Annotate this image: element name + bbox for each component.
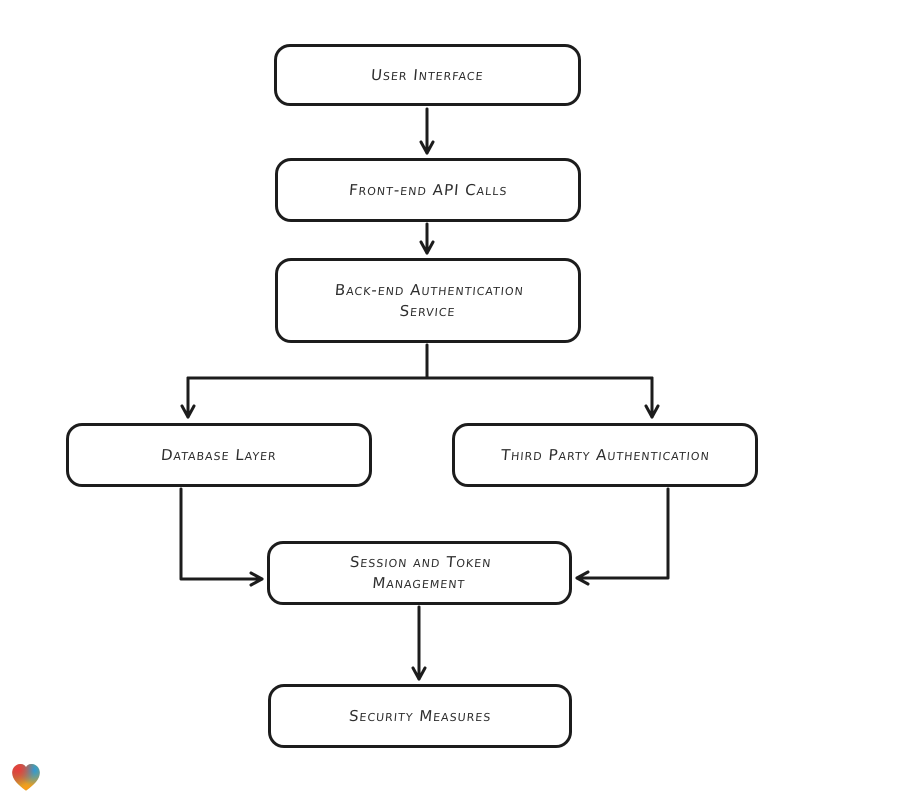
node-label: User Interface xyxy=(370,65,485,84)
node-session-and-token-management[interactable]: Session and Token Management xyxy=(267,541,572,605)
edge-auth-branch-trunk xyxy=(186,343,654,380)
node-label: Session and Token Management xyxy=(348,553,493,592)
edge-3p-to-session xyxy=(575,487,670,586)
node-label: Security Measures xyxy=(348,706,492,725)
node-third-party-authentication[interactable]: Third Party Authentication xyxy=(452,423,758,487)
node-label: Database Layer xyxy=(160,445,278,464)
node-back-end-authentication-service[interactable]: Back-end Authentication Service xyxy=(275,258,581,343)
node-label: Third Party Authentication xyxy=(499,445,711,464)
node-front-end-api-calls[interactable]: Front-end API Calls xyxy=(275,158,581,222)
node-database-layer[interactable]: Database Layer xyxy=(66,423,372,487)
edge-db-to-session xyxy=(179,487,264,587)
node-label: Front-end API Calls xyxy=(348,180,509,199)
node-user-interface[interactable]: User Interface xyxy=(274,44,581,106)
node-security-measures[interactable]: Security Measures xyxy=(268,684,572,748)
node-label: Back-end Authentication Service xyxy=(333,280,525,320)
